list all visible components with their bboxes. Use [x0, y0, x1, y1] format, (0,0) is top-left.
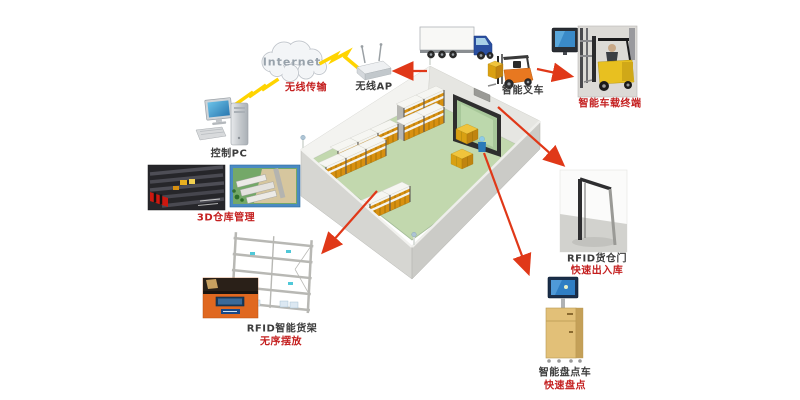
warehouse-3d-model [299, 51, 541, 280]
rfid-gate-label: RFID货仓门 [566, 253, 628, 265]
rfid-gate-image [559, 169, 628, 253]
warehouse-back-rack [395, 85, 445, 142]
arrow-warehouse-to-shelf [321, 190, 378, 255]
shelf-reader-photo [202, 277, 259, 319]
wireless-ap-icon [356, 43, 392, 81]
smart-forklift-icon [487, 54, 534, 89]
arrow-forklift-to-terminal [536, 62, 575, 83]
lightning-internet-ap [318, 47, 360, 70]
vehicle-terminal-label: 智能车载终端 [578, 98, 642, 110]
vehicle-terminal-photo [577, 25, 638, 98]
worker-figure [478, 136, 486, 152]
wireless-transmission-label: 无线传输 [285, 82, 327, 94]
inventory-cart-label: 智能盘点车 [538, 367, 592, 379]
warehouse-3d-dark-image [147, 164, 226, 211]
internet-cloud-icon [261, 40, 327, 82]
inventory-cart-sublabel: 快速盘点 [544, 380, 586, 392]
wireless-ap-label: 无线AP [355, 81, 393, 93]
corner-antenna-icon [299, 134, 307, 149]
arrow-warehouse-to-cart [482, 152, 532, 277]
internet-label: Internet [262, 55, 322, 69]
arrow-warehouse-to-gate [497, 106, 566, 167]
rfid-shelf-label: RFID智能货架 [246, 323, 318, 335]
warehouse-aerial-image [229, 164, 301, 208]
rfid-shelf-sublabel: 无序摆放 [260, 336, 302, 348]
vehicle-terminal-monitor-icon [551, 27, 579, 55]
smart-forklift-label: 智能叉车 [502, 85, 544, 97]
inventory-cart-icon [545, 276, 584, 363]
truck-icon [419, 26, 494, 60]
lightning-pc-internet [233, 77, 280, 107]
control-pc-icon [195, 97, 249, 146]
warehouse-3d-mgmt-label: 3D仓库管理 [196, 212, 256, 224]
control-pc-label: 控制PC [210, 148, 248, 160]
rfid-gate-sublabel: 快速出入库 [570, 265, 624, 277]
